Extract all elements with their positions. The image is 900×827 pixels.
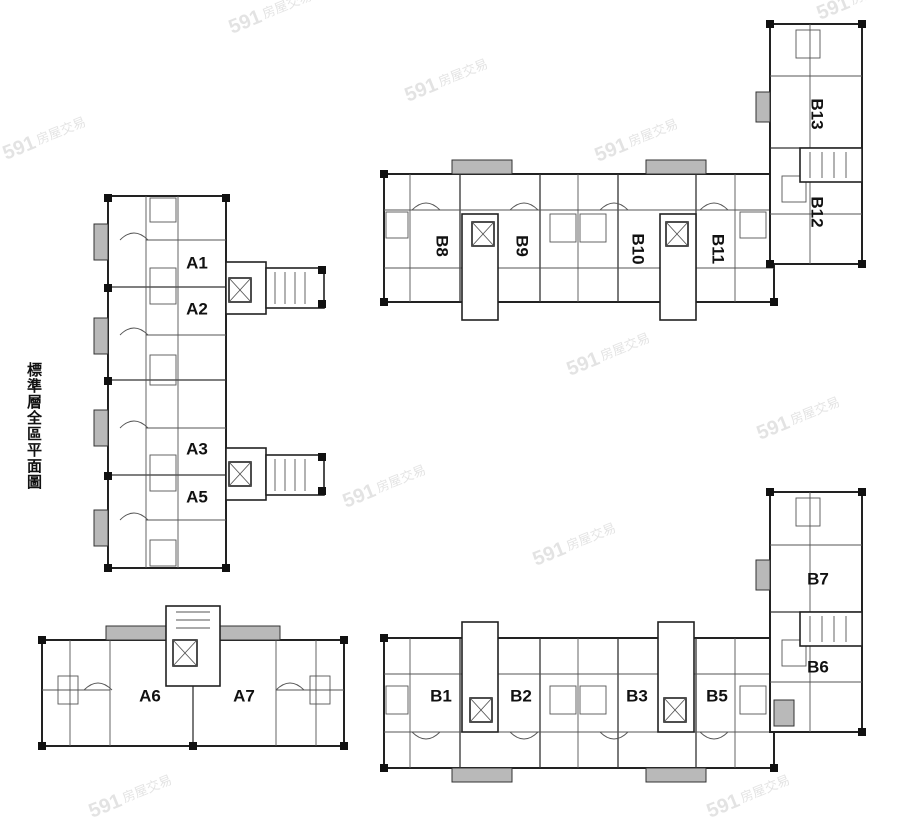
svg-text:591: 591 bbox=[226, 6, 265, 39]
building-a-block bbox=[93, 194, 326, 572]
watermark-9: 591 房屋交易 bbox=[86, 772, 175, 823]
svg-text:房屋交易: 房屋交易 bbox=[436, 56, 490, 90]
svg-text:591: 591 bbox=[592, 134, 631, 167]
watermark-7: 591 房屋交易 bbox=[340, 462, 429, 513]
unit-label-b12: B12 bbox=[808, 196, 827, 227]
unit-label-b5: B5 bbox=[706, 686, 728, 705]
unit-label-b3: B3 bbox=[626, 686, 648, 705]
building-b1-b7-block bbox=[380, 488, 866, 783]
svg-text:591: 591 bbox=[402, 74, 441, 107]
svg-text:591: 591 bbox=[530, 538, 569, 571]
unit-label-a1: A1 bbox=[186, 253, 208, 272]
svg-text:591: 591 bbox=[86, 790, 125, 823]
svg-text:591: 591 bbox=[704, 790, 743, 823]
svg-text:房屋交易: 房屋交易 bbox=[564, 520, 618, 554]
unit-label-a7: A7 bbox=[233, 686, 255, 705]
unit-label-b12-group: B12 bbox=[808, 196, 827, 227]
watermark-1: 591 房屋交易 bbox=[226, 0, 315, 39]
svg-text:591: 591 bbox=[754, 412, 793, 445]
building-a6-a7-block bbox=[38, 605, 348, 750]
unit-label-b13: B13 bbox=[808, 98, 827, 129]
unit-label-a6: A6 bbox=[139, 686, 161, 705]
unit-label-b9-group: B9 bbox=[513, 235, 532, 257]
svg-text:房屋交易: 房屋交易 bbox=[120, 772, 174, 806]
svg-text:房屋交易: 房屋交易 bbox=[626, 116, 680, 150]
watermark-2: 591 房屋交易 bbox=[402, 56, 491, 107]
unit-label-b11-group: B11 bbox=[709, 234, 728, 264]
floor-plan-title: 標準層全區平面圖 bbox=[25, 362, 43, 490]
svg-text:房屋交易: 房屋交易 bbox=[738, 772, 792, 806]
svg-text:591: 591 bbox=[564, 348, 603, 381]
unit-label-b8-group: B8 bbox=[433, 235, 452, 257]
svg-text:591: 591 bbox=[814, 0, 853, 25]
unit-label-b10: B10 bbox=[629, 233, 648, 264]
unit-label-b9: B9 bbox=[513, 235, 532, 257]
svg-text:房屋交易: 房屋交易 bbox=[788, 394, 842, 428]
watermark-3: 591 房屋交易 bbox=[0, 114, 88, 165]
watermark-11: 591 房屋交易 bbox=[814, 0, 900, 25]
watermark-10: 591 房屋交易 bbox=[704, 772, 793, 823]
watermark-6: 591 房屋交易 bbox=[754, 394, 843, 445]
unit-label-b10-group: B10 bbox=[629, 233, 648, 264]
unit-label-b6: B6 bbox=[807, 657, 829, 676]
unit-label-b1: B1 bbox=[430, 686, 452, 705]
svg-text:房屋交易: 房屋交易 bbox=[34, 114, 88, 148]
watermark-5: 591 房屋交易 bbox=[564, 330, 653, 381]
svg-text:591: 591 bbox=[340, 480, 379, 513]
building-b8-b13-block bbox=[380, 20, 866, 321]
svg-text:房屋交易: 房屋交易 bbox=[598, 330, 652, 364]
unit-label-b8: B8 bbox=[433, 235, 452, 257]
unit-label-b2: B2 bbox=[510, 686, 532, 705]
svg-text:房屋交易: 房屋交易 bbox=[374, 462, 428, 496]
svg-text:591: 591 bbox=[0, 132, 39, 165]
svg-text:房屋交易: 房屋交易 bbox=[848, 0, 900, 8]
watermark-4: 591 房屋交易 bbox=[592, 116, 681, 167]
unit-label-b13-group: B13 bbox=[808, 98, 827, 129]
svg-text:房屋交易: 房屋交易 bbox=[260, 0, 314, 22]
unit-label-b11: B11 bbox=[709, 234, 728, 264]
unit-label-a3: A3 bbox=[186, 439, 208, 458]
unit-label-a5: A5 bbox=[186, 487, 208, 506]
unit-label-a2: A2 bbox=[186, 299, 208, 318]
unit-label-b7: B7 bbox=[807, 569, 829, 588]
watermark-8: 591 房屋交易 bbox=[530, 520, 619, 571]
